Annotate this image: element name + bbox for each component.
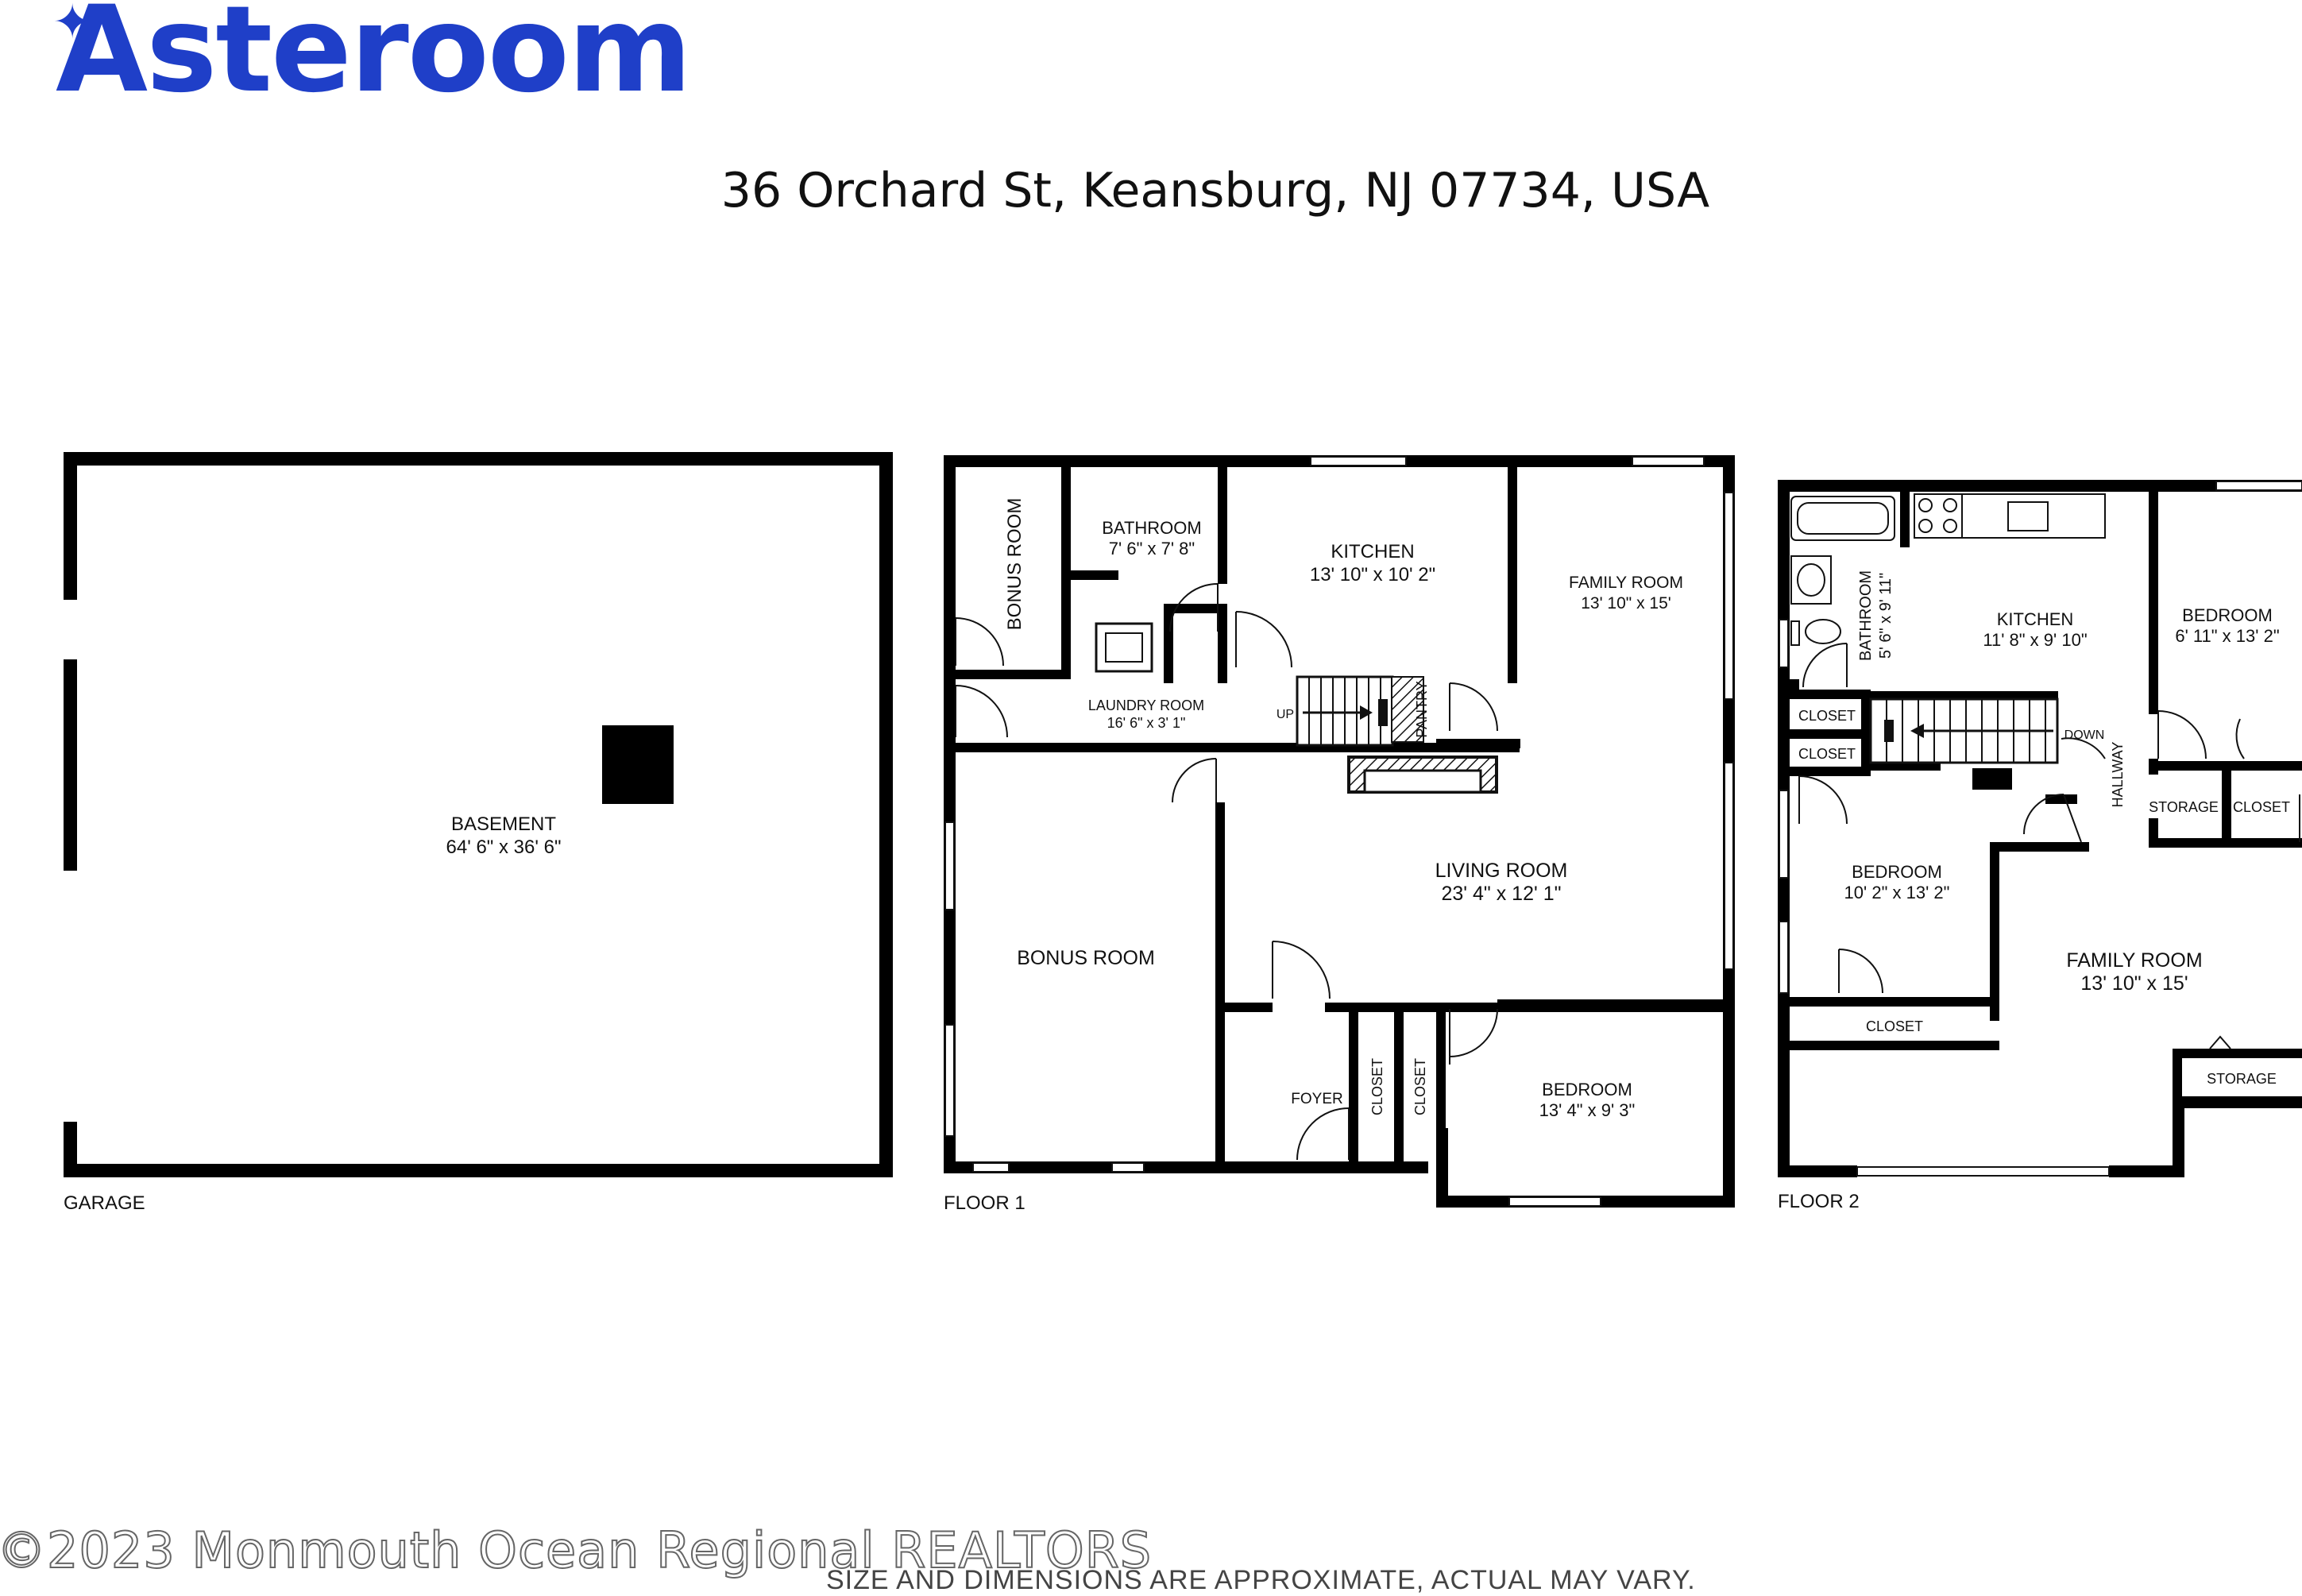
floor-label-floor-1: FLOOR 1 [944,1192,1025,1214]
stairs-up-label: UP [1277,708,1294,721]
floor-1-plan [944,455,1735,1208]
floor-label-garage: GARAGE [64,1192,145,1214]
room-name-f1-foyer: FOYER [1291,1091,1342,1107]
room-name-f1-closet-a: CLOSET [1369,1058,1385,1115]
room-name-f1-bedroom: BEDROOM [1542,1080,1632,1099]
room-name-f2-family-room: FAMILY ROOM [2066,949,2202,972]
size-disclaimer: SIZE AND DIMENSIONS ARE APPROXIMATE, ACT… [826,1565,1696,1595]
room-name-f2-closet-4: CLOSET [1866,1018,1923,1034]
logo-text: Asteroom [56,0,692,119]
room-name-f2-hallway: HALLWAY [2110,742,2126,808]
room-size-f2-family-room: 13' 10" x 15' [2080,972,2188,995]
support-column [602,725,674,804]
stairs-down-label: DOWN [2064,728,2105,742]
room-size-f1-living-room: 23' 4" x 12' 1" [1441,883,1561,905]
room-size-f2-bathroom: 5' 6" x 9' 11" [1877,573,1895,659]
floor-label-floor-2: FLOOR 2 [1778,1191,1860,1212]
room-size-f1-laundry: 16' 6" x 3' 1" [1107,715,1186,731]
room-name-f1-bathroom: BATHROOM [1102,518,1201,538]
room-name-f1-living-room: LIVING ROOM [1435,860,1568,882]
room-size-f2-bedroom-right: 6' 11" x 13' 2" [2175,626,2279,646]
room-name-f1-bonus-room: BONUS ROOM [1017,947,1155,969]
room-name-f2-bedroom-left: BEDROOM [1852,862,1942,882]
floor2-stairs [1869,698,2059,764]
room-name-basement: BASEMENT [451,813,556,835]
room-size-basement: 64' 6" x 36' 6" [446,837,562,858]
room-name-f2-closet-3: CLOSET [2233,799,2290,815]
room-size-f2-bedroom-left: 10' 2" x 13' 2" [1844,883,1950,902]
asteroom-logo: ✦ Asteroom [52,0,692,110]
room-name-f2-storage-1: STORAGE [2149,799,2219,815]
room-name-f1-kitchen: KITCHEN [1331,541,1414,562]
room-name-f1-bonus-room-small: BONUS ROOM [1004,498,1025,631]
floor1-stairs [1296,675,1394,747]
room-name-f2-bathroom: BATHROOM [1857,570,1875,661]
room-size-f1-bathroom: 7' 6" x 7' 8" [1109,539,1195,558]
room-name-f1-laundry: LAUNDRY ROOM [1088,698,1204,713]
room-name-f1-pantry: PANTRY [1414,681,1430,737]
garage-plan [64,452,893,1177]
room-name-f2-kitchen: KITCHEN [1997,609,2074,629]
sparkle-icon: ✦ [52,0,92,50]
room-name-f2-closet-2: CLOSET [1798,746,1856,762]
room-size-f1-bedroom: 13' 4" x 9' 3" [1539,1100,1636,1120]
room-size-f1-kitchen: 13' 10" x 10' 2" [1310,564,1435,585]
room-size-f2-kitchen: 11' 8" x 9' 10" [1983,630,2087,650]
property-address: 36 Orchard St, Keansburg, NJ 07734, USA [720,163,1710,218]
room-name-f2-closet-1: CLOSET [1798,708,1856,724]
room-name-f2-storage-2: STORAGE [2207,1071,2277,1087]
room-name-f1-family-room: FAMILY ROOM [1569,574,1683,592]
floor-2-plan [1778,480,2302,1177]
copyright-watermark: ©2023 Monmouth Ocean Regional REALTORS [0,1521,1153,1580]
room-name-f2-bedroom-right: BEDROOM [2182,605,2273,625]
room-size-f1-family-room: 13' 10" x 15' [1581,594,1671,613]
room-name-f1-closet-b: CLOSET [1412,1058,1428,1115]
